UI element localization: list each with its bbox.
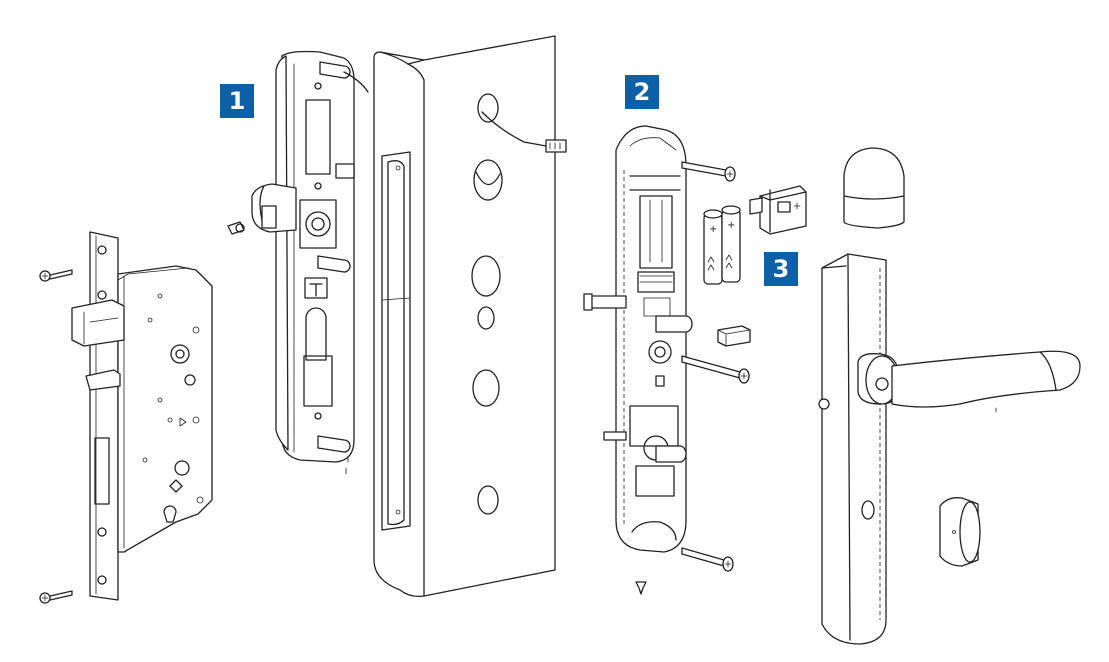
step-label-1: 1 <box>220 84 254 118</box>
radio-module <box>749 185 807 235</box>
mortise-lock <box>39 231 213 604</box>
long-screw-middle <box>681 355 750 384</box>
outside-escutcheon <box>818 253 887 645</box>
plug-part <box>717 325 751 347</box>
cover-cap <box>843 147 905 229</box>
step-label-3: 3 <box>764 252 798 286</box>
cylinder-knob <box>939 497 981 567</box>
long-screw-bottom <box>681 547 734 572</box>
svg-text:+: + <box>727 220 735 231</box>
screw-bottom <box>39 590 73 604</box>
svg-text:+: + <box>709 224 717 235</box>
door-leaf <box>373 35 567 598</box>
long-screw-top <box>681 161 736 182</box>
screw-top <box>39 269 73 282</box>
inside-escutcheon <box>227 50 369 463</box>
step-label-2: 2 <box>625 75 659 109</box>
electronic-unit <box>583 125 693 595</box>
batteries: + + <box>703 205 741 285</box>
outside-handle <box>857 350 1081 408</box>
